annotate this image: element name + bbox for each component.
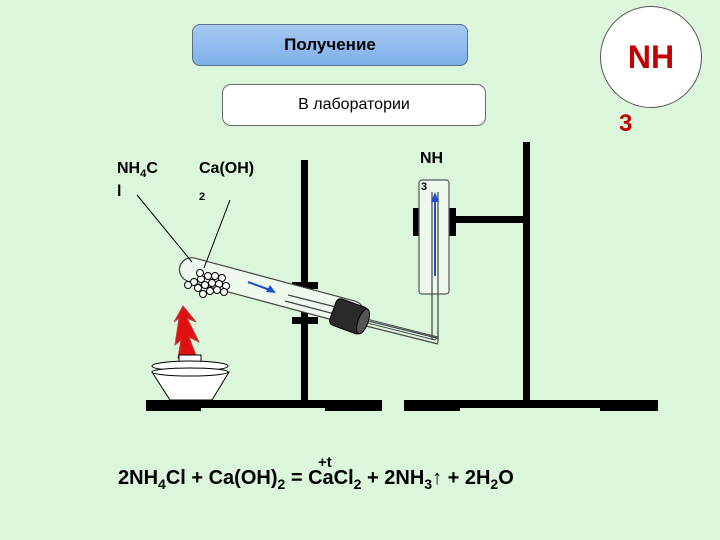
- reaction-condition: +t: [318, 454, 332, 471]
- title-button[interactable]: Получение: [192, 24, 468, 66]
- pointer-lines: [136, 194, 231, 269]
- nh4cl-label: NH4C l: [117, 160, 158, 201]
- gas-flow-arrow: [247, 281, 276, 293]
- caoh2-label: Ca(OH): [199, 160, 255, 177]
- flame-icon: [173, 305, 201, 359]
- reaction-equation: 2NH4Cl + Ca(OH)2 = CaCl2 + 2NH3↑ + 2H2O: [118, 467, 514, 492]
- caoh2-subscript: 2: [199, 191, 206, 203]
- spirit-lamp: [151, 354, 230, 401]
- subtitle-button[interactable]: В лаборатории: [222, 84, 486, 126]
- reagent-pellets: [184, 269, 230, 298]
- right-stand: [404, 142, 658, 411]
- stopper: [329, 298, 371, 335]
- gas-rise-arrow: [431, 192, 439, 276]
- formula-main: NH: [627, 38, 675, 75]
- formula-subscript: 3: [619, 110, 633, 137]
- formula-badge: NH: [600, 6, 702, 108]
- left-stand: [146, 160, 382, 411]
- gas-label: NH: [420, 150, 444, 167]
- gas-subscript: 3: [421, 181, 428, 193]
- subtitle-label: В лаборатории: [298, 96, 410, 113]
- title-label: Получение: [284, 35, 376, 54]
